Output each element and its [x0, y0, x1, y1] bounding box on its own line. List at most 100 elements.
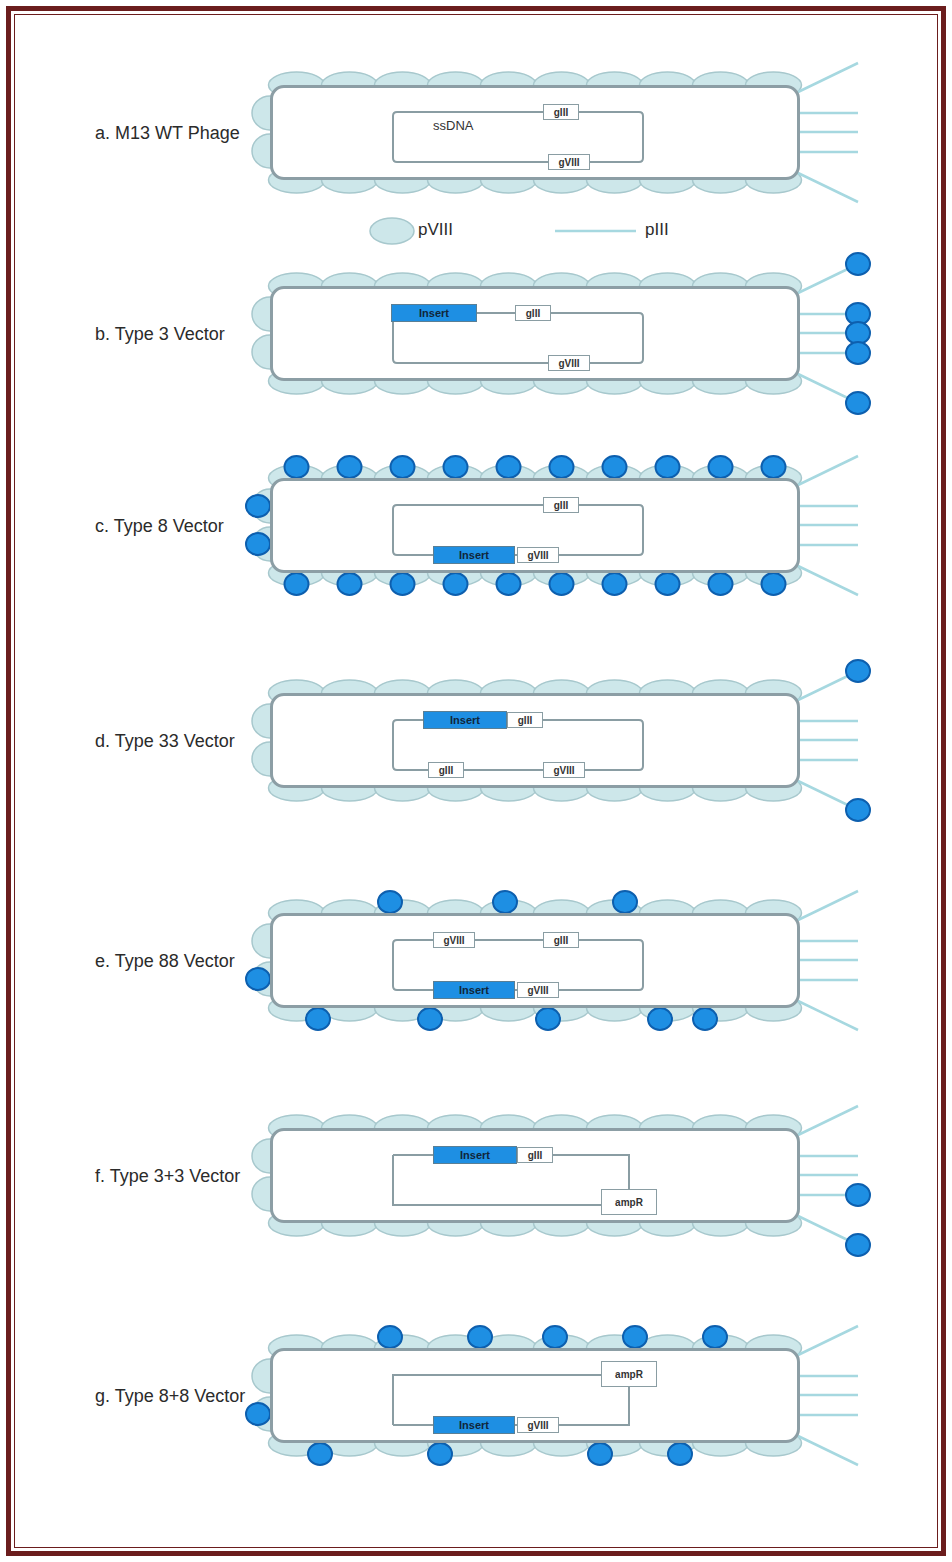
displayed-peptide [536, 1008, 560, 1030]
displayed-peptide [338, 573, 362, 595]
displayed-peptide [603, 456, 627, 478]
displayed-peptide [709, 573, 733, 595]
phage-label: d. Type 33 Vector [95, 730, 235, 751]
gene-box: Insert [433, 546, 515, 564]
phage-body: d. Type 33 VectorInsertgIIIgIIIgVIII [270, 693, 800, 788]
gene-label: gVIII [527, 550, 548, 561]
displayed-peptide [338, 456, 362, 478]
piii-line [796, 1174, 858, 1177]
displayed-peptide [308, 1443, 332, 1465]
piii-line [796, 1435, 858, 1465]
gene-box: Insert [433, 981, 515, 999]
dna-loop [273, 289, 797, 378]
displayed-peptide [846, 322, 870, 344]
gene-label: gVIII [443, 935, 464, 946]
gene-box: Insert [433, 1416, 515, 1434]
gene-box: gVIII [517, 982, 559, 998]
gene-box: gVIII [517, 1417, 559, 1433]
displayed-peptide [648, 1008, 672, 1030]
phage-body: f. Type 3+3 VectorInsertgIIIampR [270, 1128, 800, 1223]
phage-body: e. Type 88 VectorgVIIIgIIIInsertgVIII [270, 913, 800, 1008]
piii-line [796, 63, 858, 93]
piii-line [796, 524, 858, 527]
displayed-peptide [550, 456, 574, 478]
piii-line [796, 131, 858, 134]
legend-text: pIII [645, 220, 669, 240]
gene-label: ampR [615, 1197, 643, 1208]
gene-box: ampR [601, 1189, 657, 1215]
dna-label: ssDNA [433, 118, 473, 133]
gene-box: gIII [543, 104, 579, 120]
piii-line [796, 979, 858, 982]
phage-body: a. M13 WT PhagessDNAgIIIgVIII [270, 85, 800, 180]
gene-label: gVIII [558, 157, 579, 168]
displayed-peptide [378, 891, 402, 913]
gene-label: gIII [439, 765, 453, 776]
displayed-peptide [668, 1443, 692, 1465]
phage-label: e. Type 88 Vector [95, 950, 235, 971]
piii-line [796, 1155, 858, 1158]
displayed-peptide [846, 1184, 870, 1206]
displayed-peptide [246, 1403, 270, 1425]
displayed-peptide [391, 456, 415, 478]
displayed-peptide [613, 891, 637, 913]
displayed-peptide [378, 1326, 402, 1348]
gene-box: gIII [428, 762, 464, 778]
displayed-peptide [391, 573, 415, 595]
gene-label: gVIII [553, 765, 574, 776]
displayed-peptide [656, 573, 680, 595]
displayed-peptide [762, 456, 786, 478]
displayed-peptide [246, 968, 270, 990]
displayed-peptide [468, 1326, 492, 1348]
piii-line [796, 1106, 858, 1136]
piii-line [796, 151, 858, 154]
gene-box: gIII [543, 932, 579, 948]
gene-label: ampR [615, 1369, 643, 1380]
gene-label: Insert [459, 549, 489, 561]
displayed-peptide [709, 456, 733, 478]
phage-body: b. Type 3 VectorInsertgIIIgVIII [270, 286, 800, 381]
displayed-peptide [623, 1326, 647, 1348]
displayed-peptide [846, 1234, 870, 1256]
displayed-peptide [846, 799, 870, 821]
displayed-peptide [543, 1326, 567, 1348]
phage-body: g. Type 8+8 VectorampRInsertgVIII [270, 1348, 800, 1443]
gene-box: Insert [433, 1146, 517, 1164]
phage-body: c. Type 8 VectorgIIIInsertgVIII [270, 478, 800, 573]
displayed-peptide [444, 573, 468, 595]
dna-loop [273, 1131, 797, 1220]
piii-line [796, 1375, 858, 1378]
gene-box: gVIII [433, 932, 475, 948]
phage-label: g. Type 8+8 Vector [95, 1385, 245, 1406]
displayed-peptide [493, 891, 517, 913]
displayed-peptide [846, 342, 870, 364]
displayed-peptide [846, 253, 870, 275]
gene-label: gIII [518, 715, 532, 726]
displayed-peptide [846, 392, 870, 414]
gene-label: gIII [554, 500, 568, 511]
gene-label: gIII [554, 935, 568, 946]
piii-line [796, 940, 858, 943]
gene-label: Insert [460, 1149, 490, 1161]
gene-label: gIII [554, 107, 568, 118]
displayed-peptide [497, 456, 521, 478]
phage-label: b. Type 3 Vector [95, 323, 225, 344]
gene-label: gIII [526, 308, 540, 319]
displayed-peptide [603, 573, 627, 595]
gene-box: Insert [423, 711, 507, 729]
piii-line [796, 565, 858, 595]
gene-box: Insert [391, 304, 477, 322]
displayed-peptide [428, 1443, 452, 1465]
gene-label: gVIII [527, 985, 548, 996]
dna-strand [393, 112, 643, 162]
piii-line [796, 1000, 858, 1030]
piii-line [796, 456, 858, 486]
gene-box: gVIII [548, 154, 590, 170]
piii-line [796, 1414, 858, 1417]
displayed-peptide [306, 1008, 330, 1030]
gene-label: Insert [450, 714, 480, 726]
piii-line [796, 172, 858, 202]
piii-line [796, 739, 858, 742]
displayed-peptide [846, 660, 870, 682]
dna-loop [273, 88, 797, 177]
